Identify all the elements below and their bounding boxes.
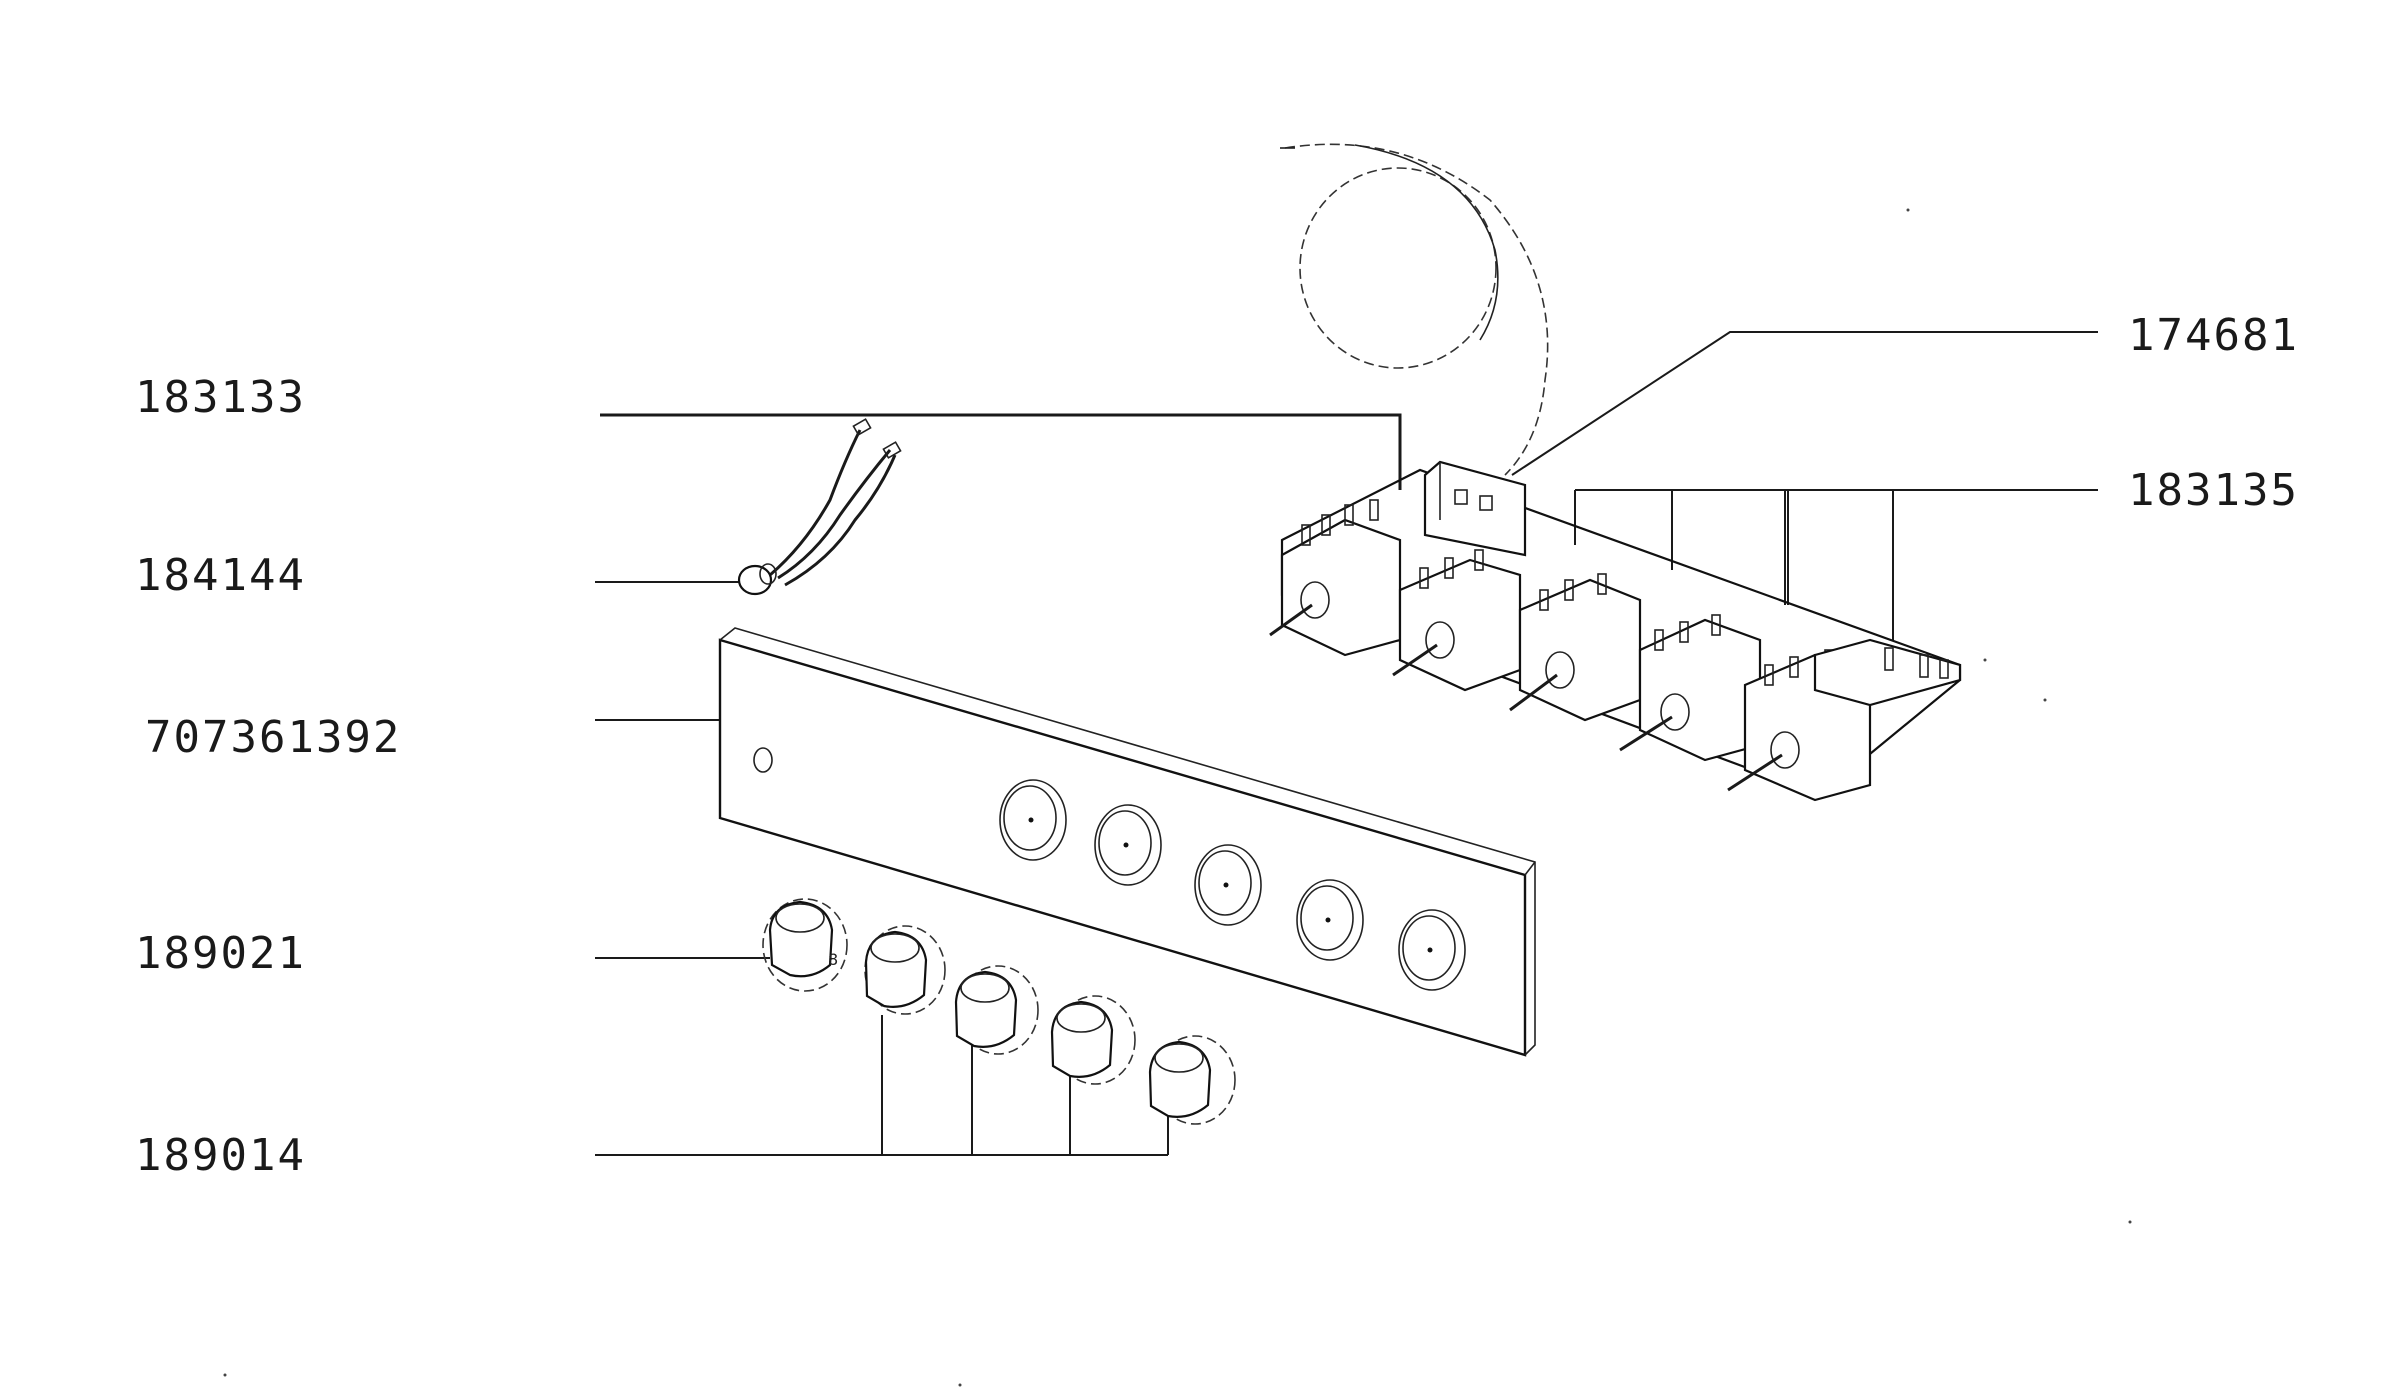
switch-tray [1813,638,1962,707]
leader-174681 [1511,331,2098,476]
knob-189014-1 [864,925,946,1015]
pilot-lamp-184144 [737,418,902,596]
label-189014: 189014 [135,1130,306,1181]
knobs: 8 [762,898,1236,1125]
label-183135: 183135 [2128,465,2299,516]
switch-1 [1269,499,1402,657]
thermostat-174681 [1423,460,1527,557]
control-panel-707361392 [718,627,1536,1057]
leader-189014 [595,1015,1169,1156]
leader-183135 [1574,489,2098,640]
knob-189014-3 [1050,995,1136,1085]
label-184144: 184144 [135,550,306,601]
scan-specks [223,208,2132,1387]
panel-holes [999,779,1466,991]
knob-189014-2 [954,965,1039,1055]
label-189021: 189021 [135,928,306,979]
knob-189014-4 [1148,1035,1236,1125]
switch-block [1269,460,1962,802]
capillary-coil [1280,143,1549,476]
switch-3 [1509,573,1642,722]
svg-text:8: 8 [828,950,838,969]
knob-189021: 8 [762,898,848,992]
leader-lines [595,331,2098,1156]
label-174681: 174681 [2128,310,2299,361]
label-707361392: 707361392 [145,712,401,763]
leader-183133 [600,413,1402,490]
label-183133: 183133 [135,372,306,423]
switch-2 [1392,549,1522,692]
